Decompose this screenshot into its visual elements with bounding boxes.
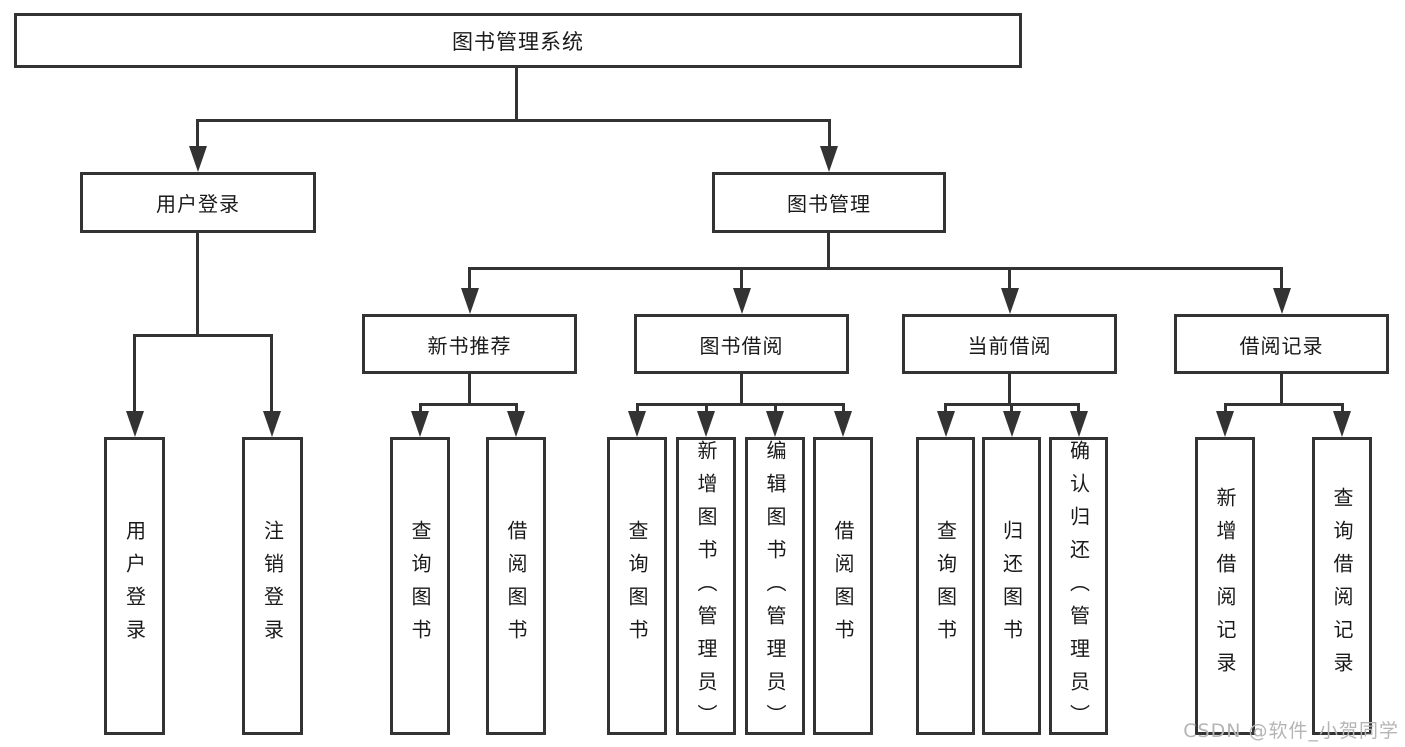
leaf-recommend-query-books-label: 查询图书 xyxy=(408,520,432,652)
arrow-down-icon xyxy=(820,146,838,172)
arrow-down-icon xyxy=(1216,411,1234,437)
connector-management-bus xyxy=(468,267,1281,270)
leaf-add-books-admin-label: 新增图书（管理员） xyxy=(694,440,718,737)
arrow-down-icon xyxy=(189,146,207,172)
connector-login-bus xyxy=(133,334,273,337)
connector-login-stem xyxy=(196,233,199,336)
connector-recommend-stub xyxy=(468,267,471,290)
leaf-current-query-books-label: 查询图书 xyxy=(933,520,958,652)
node-book-management: 图书管理 xyxy=(712,172,946,233)
connector-records-leaf1-stub xyxy=(1224,403,1227,417)
connector-borrow-leaf3-stub xyxy=(774,403,777,417)
arrow-down-icon xyxy=(411,411,429,437)
arrow-down-icon xyxy=(628,411,646,437)
node-current-borrow: 当前借阅 xyxy=(902,314,1117,374)
leaf-confirm-return-admin: 确认归还（管理员） xyxy=(1049,437,1108,737)
connector-recommend-bus xyxy=(419,403,517,406)
leaf-recommend-borrow-books: 借阅图书 xyxy=(486,437,546,735)
arrow-down-icon xyxy=(834,411,852,437)
connector-borrow-stem xyxy=(740,374,743,406)
leaf-return-books: 归还图书 xyxy=(982,437,1041,735)
node-user-login-label: 用户登录 xyxy=(156,192,240,216)
connector-records-bus xyxy=(1224,403,1342,406)
connector-recommend-leaf2-stub xyxy=(515,403,518,417)
connector-current-stub xyxy=(1008,267,1011,290)
leaf-add-books-admin: 新增图书（管理员） xyxy=(676,437,736,737)
leaf-add-borrow-record: 新增借阅记录 xyxy=(1195,437,1255,735)
connector-current-leaf1-stub xyxy=(944,403,947,417)
node-borrow-records: 借阅记录 xyxy=(1174,314,1389,374)
connector-borrow-leaf4-stub xyxy=(842,403,845,417)
leaf-query-borrow-record-label: 查询借阅记录 xyxy=(1330,487,1354,685)
connector-root-stem xyxy=(515,68,518,121)
leaf-borrow-query-books: 查询图书 xyxy=(607,437,667,735)
arrow-down-icon xyxy=(1333,411,1351,437)
leaf-logout-label: 注销登录 xyxy=(260,520,285,652)
connector-records-stub xyxy=(1280,267,1283,290)
arrow-down-icon xyxy=(263,411,281,437)
node-book-borrow: 图书借阅 xyxy=(634,314,849,374)
leaf-current-query-books: 查询图书 xyxy=(916,437,975,735)
connector-recommend-leaf1-stub xyxy=(419,403,422,417)
csdn-watermark: CSDN @软件_小贺同学 xyxy=(1183,720,1399,742)
connector-borrow-leaf2-stub xyxy=(705,403,708,417)
connector-login-leaf2-stub xyxy=(270,334,273,414)
arrow-down-icon xyxy=(126,411,144,437)
connector-borrow-stub xyxy=(740,267,743,290)
node-book-borrow-label: 图书借阅 xyxy=(699,333,784,358)
connector-root-bus xyxy=(197,119,831,122)
leaf-logout: 注销登录 xyxy=(242,437,303,735)
connector-current-leaf3-stub xyxy=(1077,403,1080,417)
leaf-user-login: 用户登录 xyxy=(104,437,165,735)
connector-recommend-stem xyxy=(468,374,471,406)
arrow-down-icon xyxy=(461,288,479,314)
connector-login-leaf1-stub xyxy=(133,334,136,414)
leaf-recommend-query-books: 查询图书 xyxy=(390,437,450,735)
arrow-down-icon xyxy=(697,411,715,437)
node-library-system: 图书管理系统 xyxy=(14,13,1022,68)
connector-borrow-leaf1-stub xyxy=(636,403,639,417)
connector-current-stem xyxy=(1008,374,1011,406)
connector-management-stub xyxy=(828,119,831,148)
node-new-book-recommend: 新书推荐 xyxy=(362,314,577,374)
leaf-return-books-label: 归还图书 xyxy=(999,520,1024,652)
leaf-user-login-label: 用户登录 xyxy=(122,520,147,652)
node-library-system-label: 图书管理系统 xyxy=(452,29,584,54)
arrow-down-icon xyxy=(733,288,751,314)
arrow-down-icon xyxy=(1003,411,1021,437)
node-book-management-label: 图书管理 xyxy=(787,192,871,216)
arrow-down-icon xyxy=(507,411,525,437)
connector-login-stub xyxy=(196,119,199,148)
leaf-add-borrow-record-label: 新增借阅记录 xyxy=(1213,487,1237,685)
leaf-borrow-query-books-label: 查询图书 xyxy=(625,520,649,652)
leaf-query-borrow-record: 查询借阅记录 xyxy=(1312,437,1372,735)
arrow-down-icon xyxy=(1070,411,1088,437)
leaf-confirm-return-admin-label: 确认归还（管理员） xyxy=(1066,440,1091,737)
leaf-recommend-borrow-books-label: 借阅图书 xyxy=(504,520,528,652)
node-current-borrow-label: 当前借阅 xyxy=(967,333,1052,358)
arrow-down-icon xyxy=(1273,288,1291,314)
node-borrow-records-label: 借阅记录 xyxy=(1239,333,1324,358)
leaf-borrow-books-label: 借阅图书 xyxy=(831,520,855,652)
connector-records-stem xyxy=(1280,374,1283,406)
leaf-edit-books-admin: 编辑图书（管理员） xyxy=(745,437,805,737)
leaf-borrow-books: 借阅图书 xyxy=(813,437,873,735)
connector-management-stem xyxy=(827,233,830,269)
arrow-down-icon xyxy=(937,411,955,437)
node-new-book-recommend-label: 新书推荐 xyxy=(427,333,512,358)
connector-borrow-bus xyxy=(636,403,844,406)
arrow-down-icon xyxy=(766,411,784,437)
node-user-login: 用户登录 xyxy=(80,172,316,233)
leaf-edit-books-admin-label: 编辑图书（管理员） xyxy=(763,440,787,737)
arrow-down-icon xyxy=(1001,288,1019,314)
connector-records-leaf2-stub xyxy=(1341,403,1344,417)
connector-current-leaf2-stub xyxy=(1010,403,1013,417)
